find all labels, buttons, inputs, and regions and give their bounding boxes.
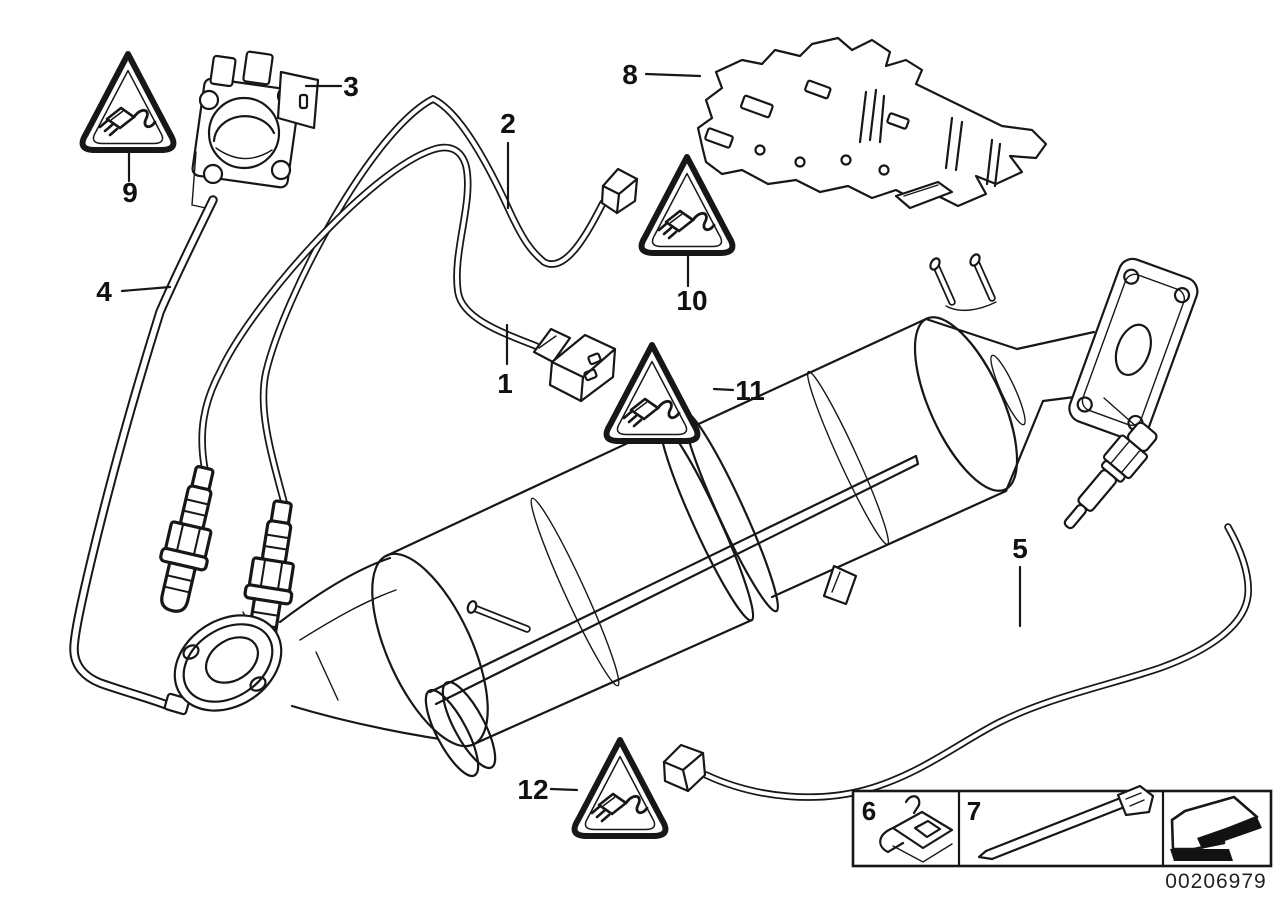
driving-direction-arrow-icon bbox=[1170, 795, 1262, 861]
outlet-flange bbox=[1068, 257, 1199, 442]
pressure-converter-part-3 bbox=[191, 50, 320, 209]
sensor-cable-part-1 bbox=[198, 143, 540, 474]
callout-2: 2 bbox=[500, 108, 516, 139]
callout-11: 11 bbox=[735, 375, 765, 406]
callout-4: 4 bbox=[96, 276, 112, 307]
callout-10: 10 bbox=[676, 285, 707, 316]
leader-line-4 bbox=[120, 285, 172, 293]
leader-line-11 bbox=[712, 387, 735, 392]
callout-8: 8 bbox=[622, 59, 638, 90]
retaining-clip-icon bbox=[879, 795, 954, 863]
hanger-bracket bbox=[822, 564, 858, 606]
temperature-sensor-part-5 bbox=[662, 397, 1252, 801]
warning-triangle-11 bbox=[607, 345, 698, 441]
cable-tie-icon bbox=[977, 784, 1155, 861]
connector-part-12 bbox=[662, 743, 707, 793]
warning-triangle-9 bbox=[83, 54, 174, 150]
legend-number-7: 7 bbox=[967, 796, 981, 826]
callout-5: 5 bbox=[1012, 533, 1028, 564]
inlet-flange bbox=[173, 614, 283, 712]
callout-9: 9 bbox=[122, 177, 138, 208]
leader-line-8 bbox=[644, 72, 702, 78]
legend-box: 6 7 bbox=[851, 784, 1273, 868]
warning-triangle-12 bbox=[575, 740, 666, 836]
connector-part-2 bbox=[600, 167, 639, 215]
callout-1: 1 bbox=[497, 368, 513, 399]
catalytic-converter bbox=[173, 253, 1199, 778]
mounting-bracket-part-8 bbox=[696, 36, 1048, 210]
sensor-cable-part-2 bbox=[259, 94, 607, 506]
temperature-sensor-cable bbox=[702, 523, 1252, 801]
part-number: 00206979 bbox=[1165, 870, 1266, 893]
support-rod bbox=[428, 454, 920, 706]
mounting-studs bbox=[929, 253, 997, 312]
lambda-sensor-front bbox=[147, 461, 230, 618]
connector-part-1 bbox=[532, 327, 617, 403]
callout-12: 12 bbox=[517, 774, 548, 805]
leader-line-12 bbox=[549, 787, 579, 792]
callout-3: 3 bbox=[343, 71, 359, 102]
legend-number-6: 6 bbox=[862, 796, 876, 826]
